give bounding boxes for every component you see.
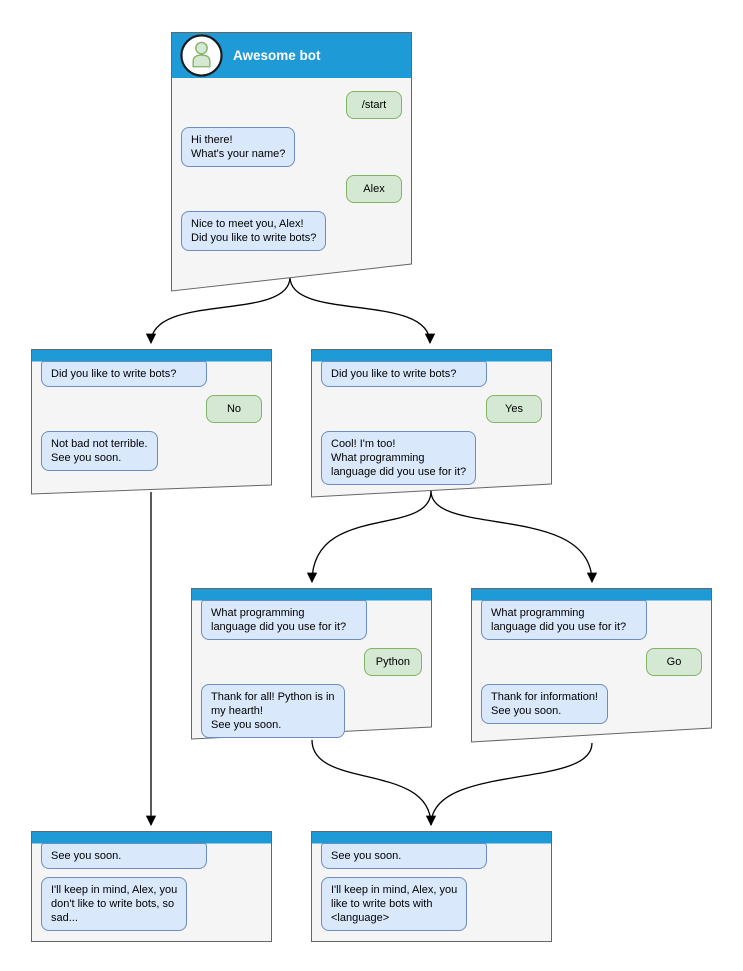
connector-yes-to-python (306, 490, 432, 584)
bot-message: Thank for all! Python is in my hearth! S… (201, 684, 345, 738)
bot-echo-message: Did you like to write bots? (41, 361, 207, 387)
chat-window-python-branch: What programming language did you use fo… (191, 588, 432, 743)
chat-window-go-branch: What programming language did you use fo… (471, 588, 712, 746)
user-message: Alex (346, 175, 402, 203)
user-message: Python (363, 648, 422, 676)
chat-header: Awesome bot (171, 32, 412, 78)
bot-message: Nice to meet you, Alex! Did you like to … (181, 211, 327, 251)
bot-message: Cool! I'm too! What programming language… (321, 431, 477, 485)
chat-window-root: Awesome bot /start Hi there! What's your… (171, 32, 412, 292)
bot-message: Not bad not terrible. See you soon. (41, 431, 158, 471)
person-icon (180, 33, 223, 77)
bot-message: Thank for information! See you soon. (481, 684, 608, 724)
user-message: No (206, 395, 262, 423)
user-message: Go (646, 648, 702, 676)
bot-echo-message: What programming language did you use fo… (201, 600, 367, 640)
connector-go-to-end (430, 742, 593, 826)
bot-echo-message: What programming language did you use fo… (481, 600, 647, 640)
chat-title: Awesome bot (233, 47, 321, 63)
chat-window-end-yes: See you soon. I'll keep in mind, Alex, y… (311, 831, 552, 942)
user-message: /start (346, 91, 402, 119)
connector-python-to-end (311, 739, 437, 827)
connector-yes-to-go (430, 490, 598, 584)
bot-message: Hi there! What's your name? (181, 127, 296, 167)
bot-message: I'll keep in mind, Alex, you like to wri… (321, 877, 468, 931)
bot-message: I'll keep in mind, Alex, you don't like … (41, 877, 188, 931)
chat-window-end-no: See you soon. I'll keep in mind, Alex, y… (31, 831, 272, 942)
bot-echo-message: See you soon. (41, 843, 207, 869)
bot-echo-message: See you soon. (321, 843, 487, 869)
user-message: Yes (486, 395, 542, 423)
bot-echo-message: Did you like to write bots? (321, 361, 487, 387)
chat-window-yes-branch: Did you like to write bots? Yes Cool! I'… (311, 349, 552, 501)
chat-window-no-branch: Did you like to write bots? No Not bad n… (31, 349, 272, 499)
